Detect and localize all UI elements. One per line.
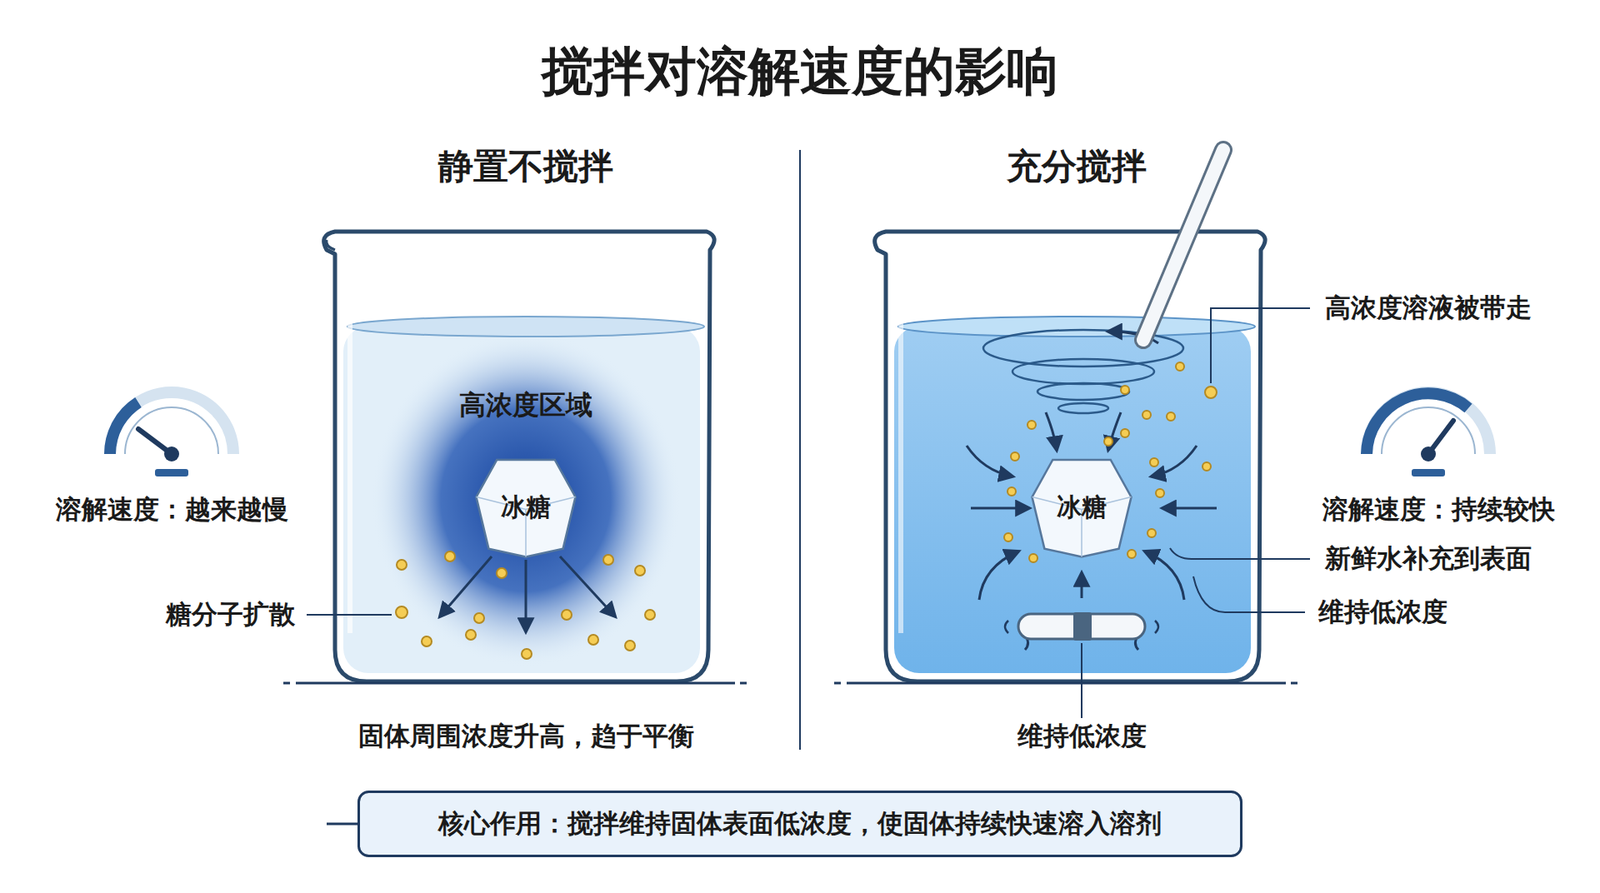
divider [799,150,801,750]
node-text-group: 核心作用：搅拌维持固体表面低浓度，使固体持续快速溶入溶剂 [438,806,1162,842]
panel-heading: 充分搅拌 [1006,145,1147,188]
sugar-crystal: 冰糖 [1030,455,1134,560]
node-text-group: 冰糖 [500,490,551,525]
callout-label: 维持低浓度 [1318,596,1448,628]
node-text: 冰糖 [1056,490,1107,525]
callout-label: 新鲜水补充到表面 [1325,543,1532,575]
panel-heading: 静置不搅拌 [438,145,614,188]
callout-label: 维持低浓度 [1017,720,1147,752]
leader-line [306,614,392,616]
speed-label: 溶解速度：越来越慢 [55,494,289,525]
title: 搅拌对溶解速度的影响 [541,40,1059,103]
callout-label: 糖分子扩散 [165,599,295,630]
sugar-crystal: 冰糖 [474,455,578,560]
node-text-group: 冰糖 [1056,490,1107,525]
summary-box: 核心作用：搅拌维持固体表面低浓度，使固体持续快速溶入溶剂 [357,790,1243,858]
speed-gauge-slow [110,392,234,477]
node-text: 核心作用：搅拌维持固体表面低浓度，使固体持续快速溶入溶剂 [438,806,1162,842]
speed-gauge-fast [1366,392,1490,477]
caption-label: 固体周围浓度升高，趋于平衡 [358,720,695,752]
speed-label: 溶解速度：持续较快 [1322,494,1555,525]
node-text: 冰糖 [500,490,551,525]
region-label: 高浓度区域 [459,389,593,421]
right-beaker [834,150,1298,684]
callout-label: 高浓度溶液被带走 [1325,292,1532,324]
left-beaker [283,231,747,684]
